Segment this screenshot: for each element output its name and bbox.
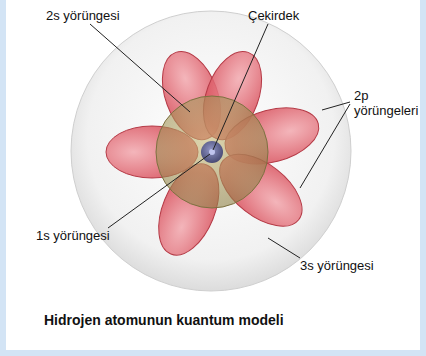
caption: Hidrojen atomunun kuantum modeli <box>44 312 284 328</box>
orbital-label: 3s yörüngesi <box>300 258 374 273</box>
leader-lines <box>90 24 350 258</box>
orbital-1s <box>201 141 223 163</box>
orbital-label: 2p yörüngeleri <box>354 88 422 118</box>
orbital-label: Çekirdek <box>248 8 299 23</box>
orbital-3s <box>71 11 351 291</box>
orbital-label: 2s yörüngesi <box>46 8 120 23</box>
orbital-2p <box>106 44 325 264</box>
orbital-label: 1s yörüngesi <box>36 228 110 243</box>
orbital-2s <box>156 96 268 208</box>
